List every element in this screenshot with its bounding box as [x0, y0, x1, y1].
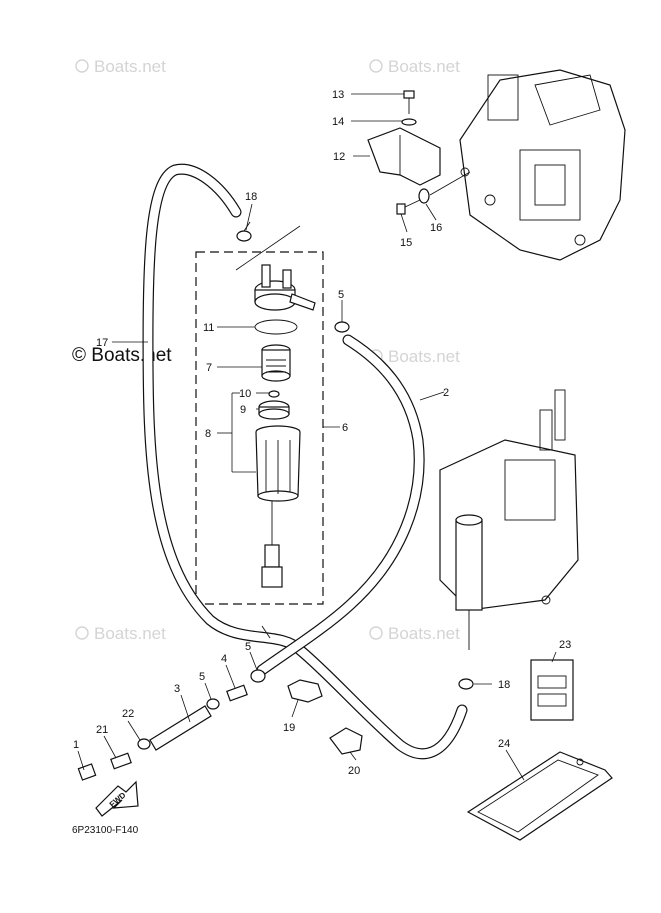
watermark-text: Boats.net — [388, 624, 460, 643]
filter-head — [254, 264, 316, 311]
callout-20: 20 — [348, 765, 360, 777]
callout-19: 19 — [283, 722, 295, 734]
callout-17: 17 — [96, 337, 108, 349]
hose-2 — [256, 334, 425, 676]
filter-cap-9 — [258, 400, 290, 420]
watermark-text: Boats.net — [388, 347, 460, 366]
plug-1 — [77, 763, 97, 781]
callout-5-left: 5 — [199, 671, 205, 683]
o-ring-10 — [268, 390, 280, 398]
mount-line — [429, 171, 471, 196]
leader-lines — [77, 93, 557, 781]
joint-4 — [226, 684, 248, 702]
watermark-bottom-right: Boats.net — [369, 624, 460, 643]
copyright-icon — [369, 626, 383, 640]
copyright-icon — [75, 626, 89, 640]
hose-3 — [149, 705, 212, 751]
callout-18-top: 18 — [245, 191, 257, 203]
callout-2: 2 — [443, 387, 449, 399]
callout-5-right: 5 — [245, 641, 251, 653]
callouts: 13 14 12 18 15 16 5 11 17 7 10 2 9 6 8 5… — [73, 89, 571, 777]
callout-11: 11 — [203, 322, 214, 334]
o-ring-11 — [254, 319, 298, 335]
callout-10: 10 — [239, 388, 251, 400]
callout-4: 4 — [221, 653, 227, 665]
engine-intake-assembly — [459, 69, 626, 261]
pad-24 — [466, 751, 613, 841]
callout-14: 14 — [332, 116, 344, 128]
callout-1: 1 — [73, 739, 79, 751]
callout-3: 3 — [174, 683, 180, 695]
clip-5-upper — [334, 321, 350, 333]
copyright-icon — [369, 59, 383, 73]
callout-16: 16 — [430, 222, 442, 234]
callout-22: 22 — [122, 708, 134, 720]
watermark-text: Boats.net — [388, 57, 460, 76]
watermark-top-right: Boats.net — [369, 57, 460, 76]
hose-17 — [142, 163, 468, 760]
bracket-12 — [367, 127, 441, 186]
callout-15: 15 — [400, 237, 412, 249]
watermark-text: Boats.net — [94, 624, 166, 643]
callout-12: 12 — [333, 151, 345, 163]
callout-7: 7 — [206, 362, 212, 374]
joint-21 — [110, 752, 132, 770]
label-tag-23 — [530, 659, 574, 721]
callout-23: 23 — [559, 639, 571, 651]
filter-element-7 — [261, 344, 291, 382]
holder-20 — [329, 727, 363, 755]
callout-6: 6 — [342, 422, 348, 434]
clip-5-left — [206, 698, 220, 710]
washer-14 — [401, 118, 417, 126]
bolt-13 — [403, 90, 415, 114]
filter-assembly-box — [195, 251, 324, 605]
clip-18-top — [236, 221, 252, 242]
callout-8: 8 — [205, 428, 211, 440]
watermark-dark: © Boats.net — [72, 345, 172, 366]
bolt-15 — [396, 199, 421, 215]
holder-19 — [287, 679, 323, 703]
clip-22 — [137, 738, 151, 750]
fuel-pump-module — [439, 389, 579, 650]
diagram-code: 6P23100-F140 — [72, 825, 139, 836]
watermark-text: Boats.net — [94, 57, 166, 76]
callout-24: 24 — [498, 738, 510, 750]
clip-18-lower — [458, 678, 474, 690]
fwd-arrow-icon: FWD — [95, 780, 139, 817]
callout-5-upper: 5 — [338, 289, 344, 301]
clip-5-right — [250, 669, 266, 683]
copyright-icon — [75, 59, 89, 73]
callout-18-lower: 18 — [498, 679, 510, 691]
filter-cup-8 — [255, 425, 301, 588]
washer-16 — [418, 188, 430, 204]
callout-9: 9 — [240, 404, 246, 416]
callout-13: 13 — [332, 89, 344, 101]
callout-21: 21 — [96, 724, 108, 736]
watermark-bottom-left: Boats.net — [75, 624, 166, 643]
watermark-top-left: Boats.net — [75, 57, 166, 76]
